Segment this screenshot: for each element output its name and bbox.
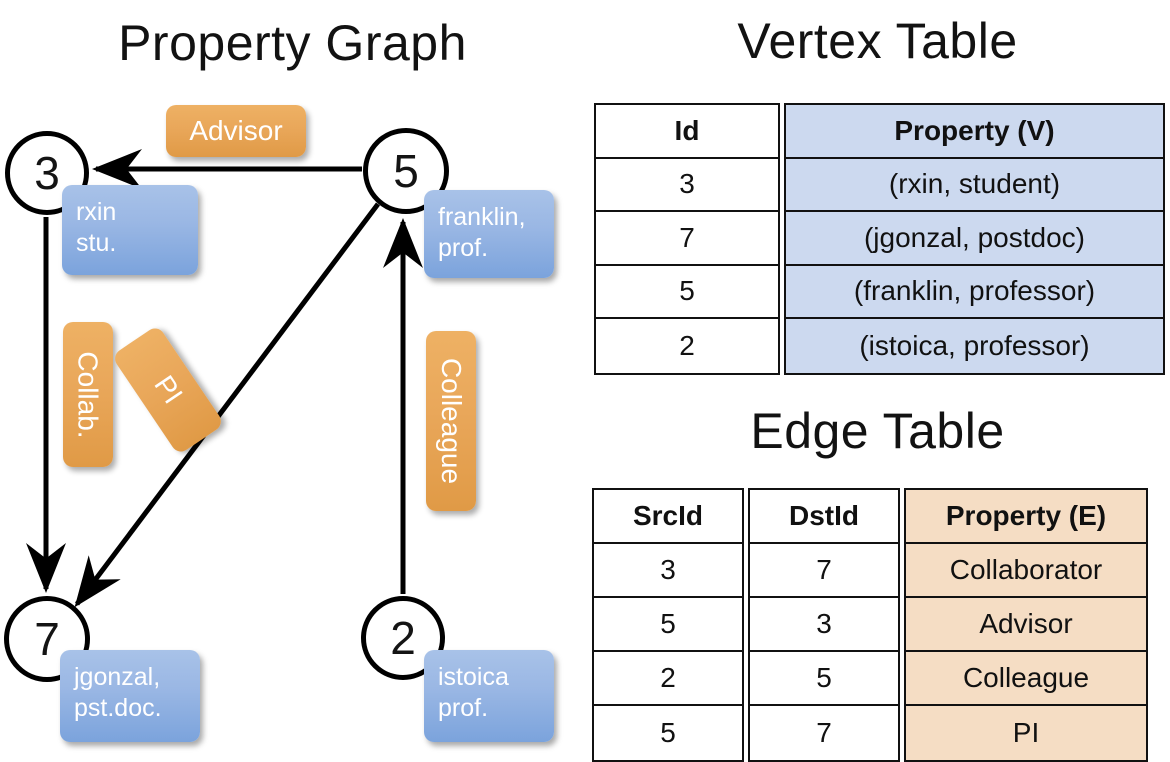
edge-arrow-5-to-7 <box>74 202 380 608</box>
graph-node-7-label: 7 <box>34 613 60 665</box>
table-row: Colleague <box>906 652 1146 706</box>
vertex-table-column-property: Property (V) (rxin, student) (jgonzal, p… <box>784 103 1165 375</box>
table-row: Advisor <box>906 598 1146 652</box>
table-row: 5 <box>750 652 898 706</box>
table-row: 3 <box>594 544 742 598</box>
table-row: (rxin, student) <box>786 158 1163 212</box>
node-property-line-1: istoica <box>438 663 509 691</box>
table-row: PI <box>906 706 1146 760</box>
graph-node-5-label: 5 <box>393 145 419 197</box>
table-row: 3 <box>750 598 898 652</box>
table-row: (franklin, professor) <box>786 265 1163 319</box>
edge-table-column-property: Property (E) Collaborator Advisor Collea… <box>904 488 1148 762</box>
node-property-line-2: prof. <box>438 234 489 262</box>
edge-label-colleague-text: Colleague <box>436 357 468 485</box>
table-row: (jgonzal, postdoc) <box>786 212 1163 266</box>
edge-table-header-srcid: SrcId <box>594 490 742 544</box>
edge-table-header-dstid: DstId <box>750 490 898 544</box>
graph-node-2-label: 2 <box>390 612 416 664</box>
table-row: 7 <box>596 212 778 266</box>
table-row: 5 <box>594 598 742 652</box>
table-row: Collaborator <box>906 544 1146 598</box>
node-property-line-2: stu. <box>76 229 117 257</box>
edge-label-collab-text: Collab. <box>73 350 105 439</box>
edge-label-collab: Collab. <box>63 322 113 467</box>
table-row: 7 <box>750 544 898 598</box>
vertex-table-column-id: Id 3 7 5 2 <box>594 103 780 375</box>
edge-label-pi-text: PI <box>148 370 189 410</box>
node-property-line-2: prof. <box>438 694 489 722</box>
node-property-line-1: rxin <box>76 198 117 226</box>
table-row: 5 <box>596 265 778 319</box>
table-row: 5 <box>594 706 742 760</box>
edge-table-column-srcid: SrcId 3 5 2 5 <box>592 488 744 762</box>
edge-table-header-property: Property (E) <box>906 490 1146 544</box>
graph-node-3-label: 3 <box>34 147 60 199</box>
node-property-box-5: franklin, prof. <box>424 190 554 278</box>
node-property-box-7: jgonzal, pst.doc. <box>60 650 200 742</box>
table-row: 2 <box>594 652 742 706</box>
page-title-edge-table: Edge Table <box>750 403 1005 459</box>
page-title-property-graph: Property Graph <box>118 15 467 71</box>
node-property-box-2: istoica prof. <box>424 650 554 742</box>
node-property-line-2: pst.doc. <box>74 694 162 722</box>
property-graph-diagram: Advisor Collab. PI Colleague 3 5 7 2 rxi… <box>0 0 585 760</box>
vertex-table-header-property: Property (V) <box>786 105 1163 159</box>
graph-node-5[interactable]: 5 <box>363 128 449 214</box>
graph-node-2[interactable]: 2 <box>361 596 445 680</box>
page-title-vertex-table: Vertex Table <box>737 13 1018 69</box>
node-property-line-1: jgonzal, <box>74 663 161 691</box>
edge-table-column-dstid: DstId 7 3 5 7 <box>748 488 900 762</box>
node-property-box-3: rxin stu. <box>62 185 198 275</box>
vertex-table: Id 3 7 5 2 Property (V) (rxin, student) … <box>594 103 1165 375</box>
table-row: 7 <box>750 706 898 760</box>
table-row: (istoica, professor) <box>786 319 1163 373</box>
edge-table: SrcId 3 5 2 5 DstId 7 3 5 7 Property (E)… <box>592 488 1148 762</box>
table-row: 3 <box>596 158 778 212</box>
table-row: 2 <box>596 319 778 373</box>
node-property-line-1: franklin, <box>438 203 526 231</box>
vertex-table-header-id: Id <box>596 105 778 159</box>
edge-label-colleague: Colleague <box>426 331 476 511</box>
edge-label-advisor: Advisor <box>166 105 306 157</box>
graph-edge-arrows <box>26 149 423 608</box>
edge-label-advisor-text: Advisor <box>189 115 283 146</box>
